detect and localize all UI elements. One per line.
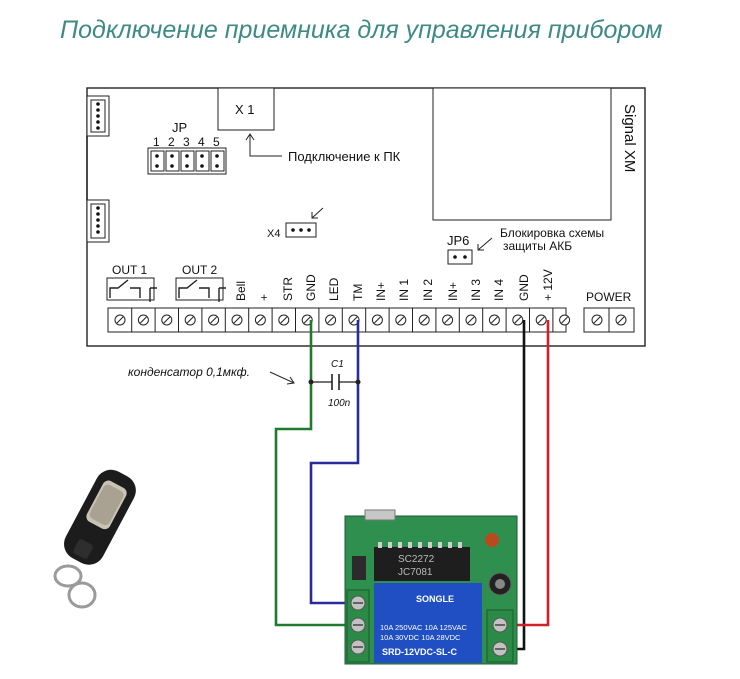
- decoder-chip: [374, 547, 470, 581]
- out1-relay-symbol: [106, 277, 157, 302]
- board-name: Signal XM: [621, 104, 638, 172]
- module-terminal-right: [486, 609, 514, 663]
- relay-spec-line2: 10A 30VDC 10A 28VDC: [380, 633, 461, 642]
- terminal-label-in2: IN 2: [421, 279, 435, 301]
- jp6-label: JP6: [447, 233, 469, 248]
- terminal-label-gnd-2: GND: [517, 274, 531, 301]
- out2-relay-symbol: [175, 277, 226, 302]
- relay-spec-line1: 10A 250VAC 10A 125VAC: [380, 623, 467, 632]
- screw-terminal: [208, 314, 220, 326]
- screw-terminal: [184, 314, 196, 326]
- module-terminal-left: [346, 589, 370, 663]
- screw-terminal: [371, 314, 383, 326]
- side-connector-top: [86, 95, 110, 137]
- power-label: POWER: [586, 290, 632, 304]
- green-wire: [274, 320, 355, 627]
- screw-terminal: [535, 314, 547, 326]
- relay-model: SRD-12VDC-SL-C: [382, 647, 458, 657]
- capacitor-note: конденсатор 0,1мкф.: [128, 365, 250, 379]
- red-wire: [514, 320, 550, 627]
- jp6-note-line2: защиты АКБ: [503, 239, 572, 253]
- jp-number: 1: [153, 135, 160, 149]
- jp-numbers: 1 2 3 4 5: [153, 135, 220, 149]
- power-terminal-block: [583, 307, 635, 333]
- out2-label: OUT 2: [182, 263, 217, 277]
- side-connector-bottom: [86, 199, 110, 243]
- screw-terminal: [114, 314, 126, 326]
- jp-number: 4: [198, 135, 205, 149]
- capacitor-value: 100n: [328, 398, 351, 409]
- screw-terminal: [231, 314, 243, 326]
- power-screw-terminal: [591, 314, 603, 326]
- jp-jumper-block: [147, 147, 227, 175]
- controller-board: X 1 Подключение к ПК JP 1 2 3 4 5: [86, 87, 646, 347]
- capacitor-c1: [308, 374, 361, 390]
- jp-label: JP: [172, 120, 187, 135]
- screw-terminal: [161, 314, 173, 326]
- chip-label: SC2272: [398, 554, 435, 565]
- relay-brand: SONGLE: [416, 594, 454, 604]
- power-screw-terminal: [615, 314, 627, 326]
- capacitor-ref: C1: [331, 359, 344, 370]
- keyring-icon: [53, 564, 97, 609]
- terminal-labels: Bell + STR GND LED TM IN+ IN 1 IN 2 IN+ …: [234, 269, 555, 301]
- screw-terminal: [395, 314, 407, 326]
- remote-keyfob: [53, 469, 136, 609]
- terminal-label-in-plus: IN+: [374, 282, 388, 301]
- jp-number: 5: [213, 135, 220, 149]
- pc-connection-label: Подключение к ПК: [288, 149, 401, 164]
- out1-label: OUT 1: [112, 263, 147, 277]
- terminal-label-in-plus-2: IN+: [446, 282, 460, 301]
- terminal-label-in3: IN 3: [469, 279, 483, 301]
- screw-terminal: [465, 314, 477, 326]
- screw-terminal: [418, 314, 430, 326]
- terminal-label-bell: Bell: [234, 281, 248, 301]
- screw-terminal: [137, 314, 149, 326]
- x1-label: X 1: [235, 102, 255, 117]
- screw-terminal: [278, 314, 290, 326]
- screw-terminal: [442, 314, 454, 326]
- terminal-strip: [107, 307, 571, 333]
- terminal-label-12v: + 12V: [541, 269, 555, 301]
- screw-terminal: [512, 314, 524, 326]
- relay: [374, 583, 482, 663]
- screw-terminal: [254, 314, 266, 326]
- page-title: Подключение приемника для управления при…: [60, 16, 662, 44]
- screw-terminal: [325, 314, 337, 326]
- chip-label-2: JC7081: [398, 567, 433, 578]
- jp-number: 3: [183, 135, 190, 149]
- x4-label: X4: [267, 228, 280, 240]
- x1-connector: [217, 87, 275, 131]
- terminal-label-plus: +: [257, 294, 271, 301]
- jp-number: 2: [168, 135, 175, 149]
- terminal-label-tm: TM: [351, 284, 365, 301]
- terminal-label-str: STR: [281, 277, 295, 301]
- signal-module-block: [432, 87, 612, 221]
- jp6-note-line1: Блокировка схемы: [500, 226, 604, 240]
- terminal-label-gnd: GND: [304, 274, 318, 301]
- receiver-module: SC2272 JC7081 SONGLE 10A 250VAC 10A 125V…: [344, 509, 518, 665]
- jp6-connector: [447, 249, 473, 265]
- screw-terminal: [559, 314, 571, 326]
- screw-terminal: [488, 314, 500, 326]
- blue-wire: [309, 320, 360, 605]
- terminal-label-in4: IN 4: [492, 279, 506, 301]
- terminal-label-in1: IN 1: [397, 279, 411, 301]
- terminal-label-led: LED: [327, 277, 341, 301]
